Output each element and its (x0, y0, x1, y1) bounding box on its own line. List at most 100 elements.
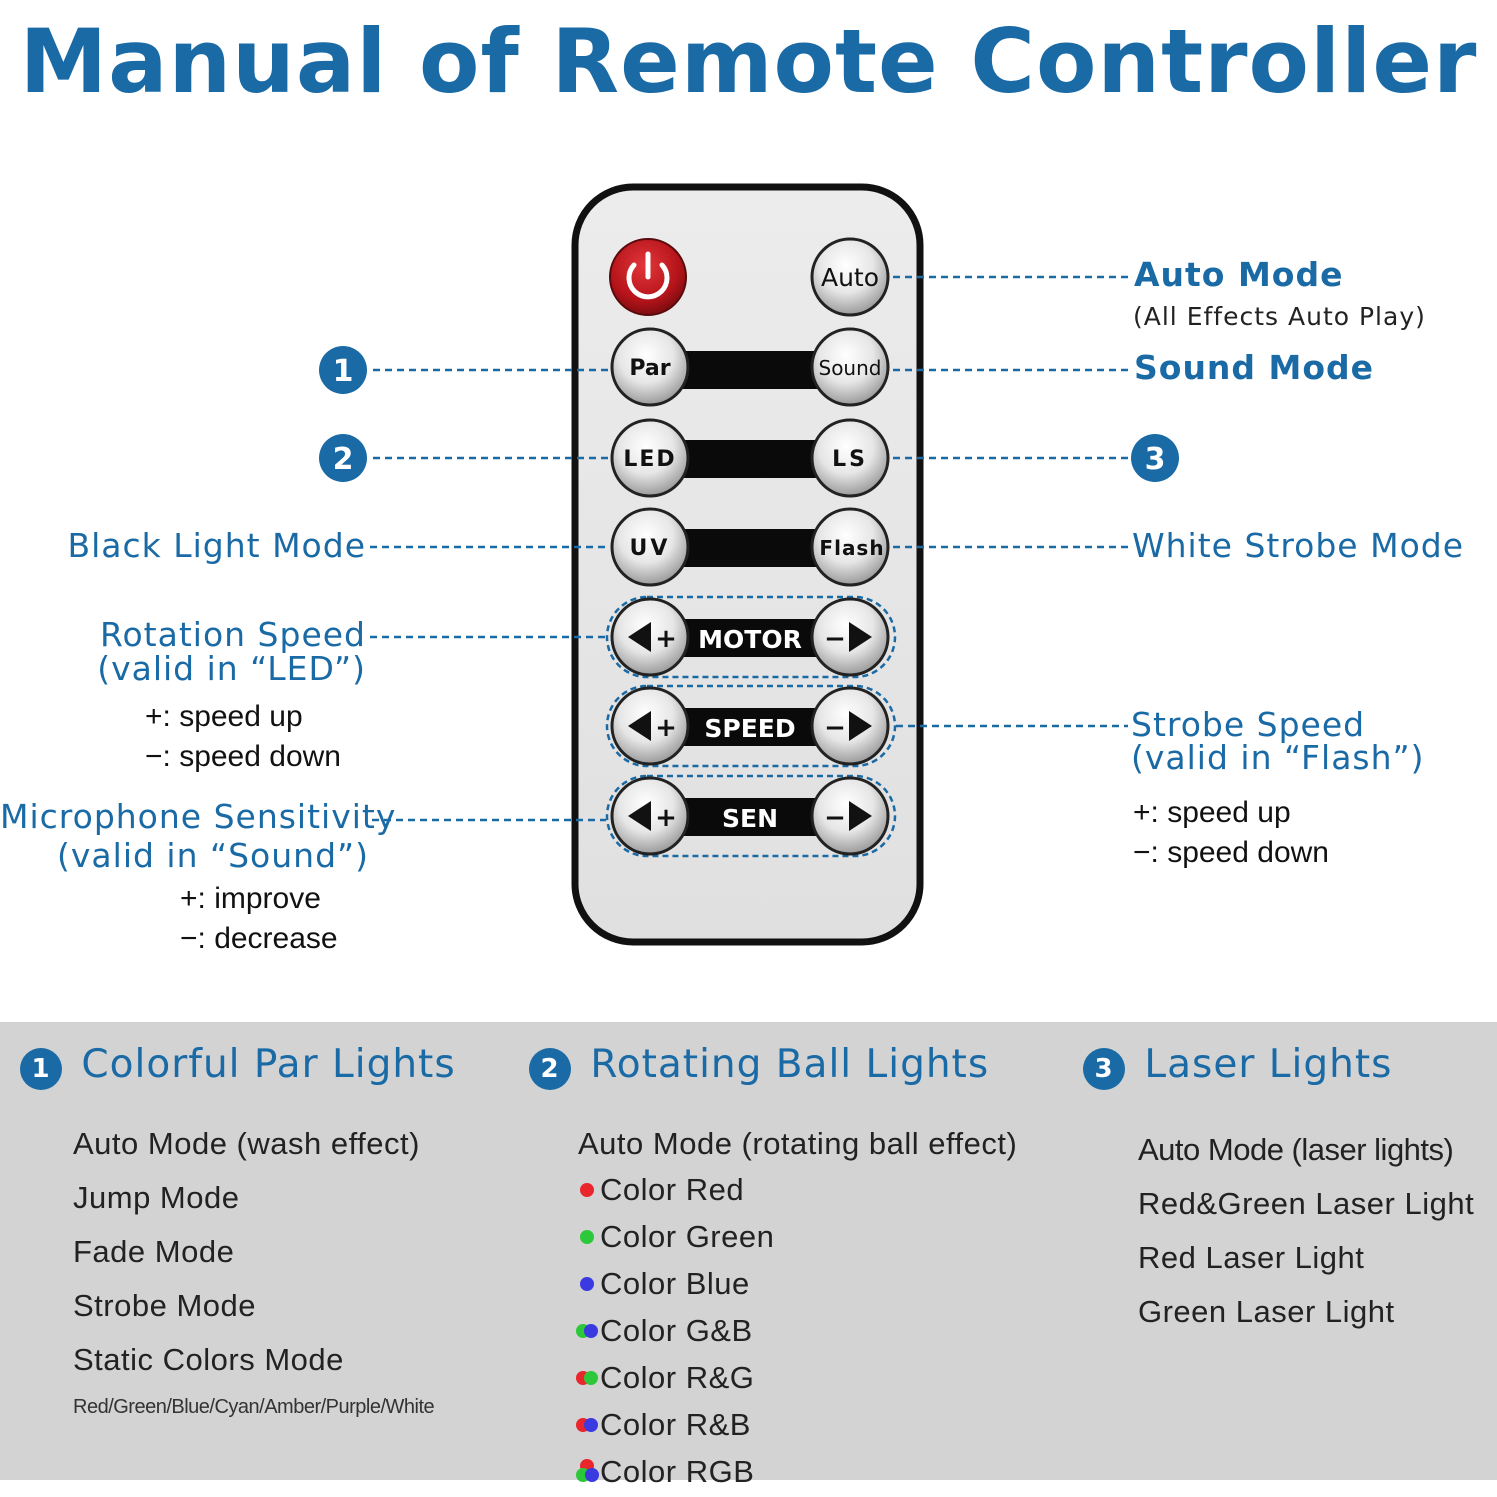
section-number-badge: 3 (1083, 1048, 1125, 1090)
par-button[interactable]: Par (610, 327, 690, 407)
svg-text:−: − (824, 803, 846, 833)
list-item: Auto Mode (rotating ball effect) (578, 1126, 1018, 1161)
svg-text:3: 3 (1145, 442, 1166, 477)
arrow-right-icon (849, 711, 872, 741)
speed-plus-button[interactable]: + (610, 686, 690, 766)
section-par-header: 1 Colorful Par Lights (20, 1042, 456, 1090)
remote-diagram: Auto Par Sound LED LS UV Flash + MOTOR − (319, 183, 1179, 946)
ls-button[interactable]: LS (810, 418, 890, 498)
list-item: Color R&B (576, 1407, 751, 1443)
svg-text:−: − (824, 624, 846, 654)
list-item: Red&Green Laser Light (1138, 1186, 1475, 1221)
speed-label: SPEED (704, 714, 795, 743)
auto-mode-label: Auto Mode (1134, 255, 1344, 294)
auto-mode-subtitle: (All Effects Auto Play) (1133, 302, 1426, 331)
section-number-badge: 1 (20, 1048, 62, 1090)
list-item: Color RGB (576, 1454, 754, 1490)
green-blue-dots-icon (576, 1322, 600, 1340)
static-colors-list: Red/Green/Blue/Cyan/Amber/Purple/White (73, 1396, 435, 1418)
uv-button[interactable]: UV (610, 507, 690, 587)
sen-plus-button[interactable]: + (610, 776, 690, 856)
red-dot-icon (576, 1181, 600, 1199)
led-button[interactable]: LED (610, 418, 690, 498)
mic-sensitivity-label: Microphone Sensitivity (0, 797, 397, 836)
green-dot-icon (576, 1228, 600, 1246)
list-item: Green Laser Light (1138, 1294, 1395, 1329)
flash-button[interactable]: Flash (810, 507, 890, 587)
section-laser-lights: 3 Laser Lights Auto Mode (laser lights) … (1083, 1042, 1474, 1329)
badge-2: 2 (319, 434, 367, 482)
section-ball-lights: 2 Rotating Ball Lights Auto Mode (rotati… (529, 1042, 1017, 1489)
section-number-badge: 2 (529, 1048, 571, 1090)
motor-plus-button[interactable]: + (610, 597, 690, 677)
list-item: Color Blue (576, 1266, 750, 1302)
rgb-dots-icon (576, 1458, 600, 1482)
auto-button[interactable]: Auto (810, 237, 890, 317)
strobe-plus-note: +: speed up (1133, 796, 1291, 829)
strobe-valid-label: (valid in “Flash”) (1131, 738, 1425, 777)
rotation-plus-note: +: speed up (145, 700, 303, 733)
sound-mode-label: Sound Mode (1134, 348, 1375, 387)
par-button-label: Par (629, 356, 670, 381)
motor-minus-button[interactable]: − (810, 597, 890, 677)
flash-button-label: Flash (819, 536, 884, 560)
list-item: Red Laser Light (1138, 1240, 1365, 1275)
arrow-left-icon (628, 711, 651, 741)
section-ball-header: 2 Rotating Ball Lights (529, 1042, 989, 1090)
section-ball-title: Rotating Ball Lights (590, 1042, 990, 1087)
arrow-right-icon (849, 801, 872, 831)
arrow-right-icon (849, 622, 872, 652)
connector-lines (370, 275, 1128, 822)
list-item: Auto Mode (wash effect) (73, 1126, 420, 1161)
uv-button-label: UV (630, 536, 671, 561)
svg-text:+: + (655, 713, 677, 743)
info-panel: 1 Colorful Par Lights Auto Mode (wash ef… (0, 1022, 1497, 1489)
list-item: Color G&B (576, 1313, 753, 1349)
sound-button[interactable]: Sound (810, 327, 890, 407)
list-item: Color R&G (576, 1360, 754, 1396)
strobe-minus-note: −: speed down (1133, 836, 1329, 869)
sen-label: SEN (722, 804, 778, 833)
list-item: Color Green (576, 1219, 774, 1255)
mic-plus-note: +: improve (180, 882, 321, 915)
list-item: Fade Mode (73, 1234, 235, 1269)
badge-3: 3 (1131, 434, 1179, 482)
list-item: Jump Mode (73, 1180, 240, 1215)
svg-text:+: + (655, 803, 677, 833)
ls-button-label: LS (832, 447, 868, 472)
svg-text:−: − (824, 713, 846, 743)
arrow-left-icon (628, 622, 651, 652)
rotation-valid-label: (valid in “LED”) (97, 649, 366, 688)
speed-highlight (605, 684, 897, 768)
led-button-label: LED (623, 447, 676, 472)
red-green-dots-icon (576, 1369, 600, 1387)
speed-minus-button[interactable]: − (810, 686, 890, 766)
section-par-lights: 1 Colorful Par Lights Auto Mode (wash ef… (20, 1042, 456, 1418)
power-icon (626, 251, 670, 300)
list-item: Strobe Mode (73, 1288, 256, 1323)
page-title: Manual of Remote Controller (19, 10, 1478, 113)
arrow-left-icon (628, 801, 651, 831)
red-blue-dots-icon (576, 1416, 600, 1434)
svg-text:+: + (655, 624, 677, 654)
rotation-speed-label: Rotation Speed (100, 615, 366, 654)
blue-dot-icon (576, 1275, 600, 1293)
svg-text:1: 1 (333, 354, 354, 389)
svg-text:2: 2 (333, 442, 354, 477)
auto-button-label: Auto (821, 263, 879, 292)
power-button[interactable] (609, 238, 687, 316)
list-item: Color Red (576, 1172, 744, 1208)
sen-minus-button[interactable]: − (810, 776, 890, 856)
rotation-minus-note: −: speed down (145, 740, 341, 773)
motor-label: MOTOR (698, 625, 802, 654)
white-strobe-label: White Strobe Mode (1132, 526, 1465, 565)
section-laser-title: Laser Lights (1144, 1042, 1393, 1087)
mic-valid-label: (valid in “Sound”) (57, 836, 369, 875)
sen-highlight (605, 774, 897, 858)
section-laser-header: 3 Laser Lights (1083, 1042, 1392, 1090)
black-light-label: Black Light Mode (67, 526, 366, 565)
strobe-speed-label: Strobe Speed (1131, 705, 1366, 744)
section-par-title: Colorful Par Lights (81, 1042, 456, 1087)
sound-button-label: Sound (819, 356, 882, 380)
badge-1: 1 (319, 346, 367, 394)
